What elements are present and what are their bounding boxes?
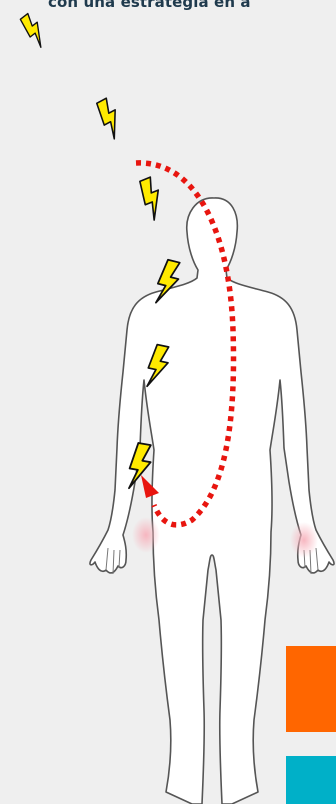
swatch-orange xyxy=(286,646,336,732)
swatch-cyan xyxy=(286,756,336,804)
lightning-bolt-icon xyxy=(18,12,51,48)
lightning-bolt-icon xyxy=(136,176,168,221)
lightning-bolt-icon xyxy=(94,97,127,140)
left-hand-glow xyxy=(132,517,160,553)
right-hand-glow xyxy=(290,522,318,558)
